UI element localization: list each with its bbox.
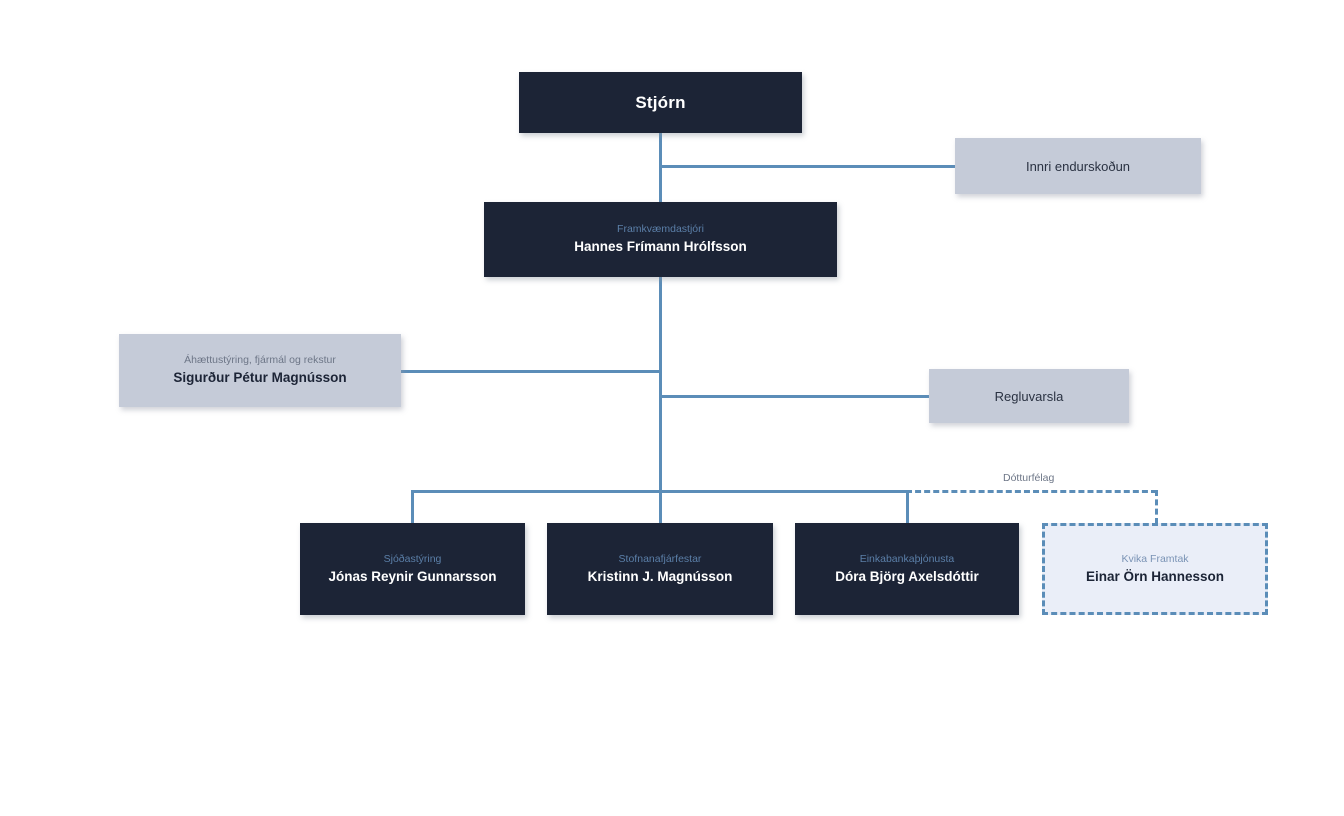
node-risk-finance-name: Sigurður Pétur Magnússon (173, 370, 347, 386)
node-risk-finance[interactable]: Áhættustýring, fjármál og rekstur Sigurð… (119, 334, 401, 407)
node-fund-management-role: Sjóðastýring (383, 552, 442, 565)
node-risk-finance-role: Áhættustýring, fjármál og rekstur (184, 354, 336, 367)
connector-dashed-to-subsidiary (906, 490, 1157, 493)
node-ceo[interactable]: Framkvæmdastjóri Hannes Frímann Hrólfsso… (484, 202, 837, 277)
node-internal-audit-label: Innri endurskoðun (1025, 158, 1131, 174)
subsidiary-annotation-label: Dótturfélag (1003, 472, 1055, 484)
node-institutional-investors-role: Stofnanafjárfestar (618, 552, 702, 565)
node-board-title: Stjórn (635, 92, 686, 112)
node-board[interactable]: Stjórn (519, 72, 802, 133)
connector-drop-institutional (659, 490, 662, 524)
node-internal-audit[interactable]: Innri endurskoðun (955, 138, 1201, 194)
node-subsidiary-name: Einar Örn Hannesson (1085, 568, 1225, 584)
node-fund-management[interactable]: Sjóðastýring Jónas Reynir Gunnarsson (300, 523, 525, 615)
node-private-banking-name: Dóra Björg Axelsdóttir (835, 568, 979, 584)
connector-dashed-drop-subsidiary (1155, 490, 1158, 524)
node-institutional-investors[interactable]: Stofnanafjárfestar Kristinn J. Magnússon (547, 523, 773, 615)
connector-drop-private-banking (906, 490, 909, 524)
node-ceo-name: Hannes Frímann Hrólfsson (574, 239, 747, 255)
node-private-banking-role: Einkabankaþjónusta (859, 552, 955, 565)
node-ceo-role: Framkvæmdastjóri (617, 223, 704, 236)
node-subsidiary-role: Kvika Framtak (1121, 552, 1189, 565)
connector-to-risk-finance (401, 370, 660, 373)
node-institutional-investors-name: Kristinn J. Magnússon (587, 568, 733, 584)
node-fund-management-name: Jónas Reynir Gunnarsson (328, 568, 497, 584)
connector-spine-main (659, 133, 662, 492)
node-compliance[interactable]: Regluvarsla (929, 369, 1129, 423)
connector-to-compliance (659, 395, 930, 398)
connector-drop-fund-management (411, 490, 414, 524)
node-private-banking[interactable]: Einkabankaþjónusta Dóra Björg Axelsdótti… (795, 523, 1019, 615)
connector-to-internal-audit (659, 165, 957, 168)
node-compliance-label: Regluvarsla (994, 388, 1064, 404)
node-subsidiary-kvika-framtak[interactable]: Kvika Framtak Einar Örn Hannesson (1042, 523, 1268, 615)
